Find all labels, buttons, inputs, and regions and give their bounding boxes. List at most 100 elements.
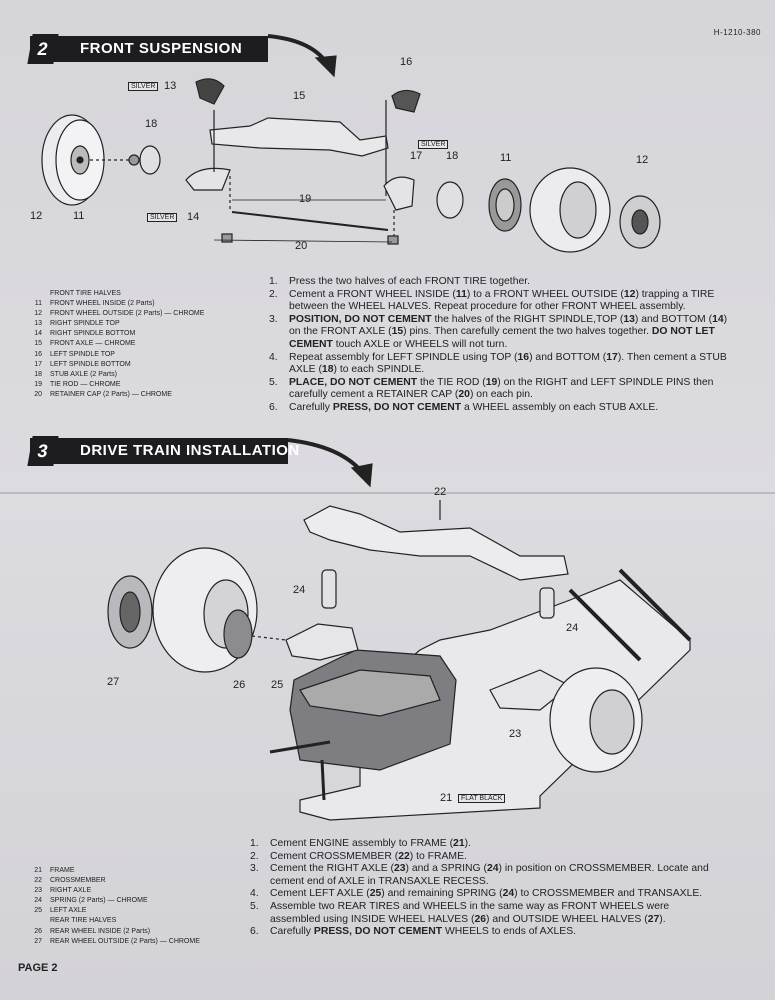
step-2-1: 1.Press the two halves of each FRONT TIR…: [269, 276, 531, 287]
flat-black-tag: FLAT BLACK: [458, 794, 506, 803]
section-3-number: 3: [27, 436, 59, 466]
callout-18-right: 18: [446, 150, 459, 162]
legend-row: 18 STUB AXLE (2 Parts): [24, 370, 204, 380]
callout-18-left: 18: [145, 118, 158, 130]
step-3-2: 2.Cement CROSSMEMBER (22) to FRAME.: [250, 850, 467, 862]
callout-16: 16: [400, 56, 413, 68]
step-2-5: 5.PLACE, DO NOT CEMENT the TIE ROD (19) …: [269, 376, 714, 401]
callout-23: 23: [509, 728, 522, 740]
legend-text: CROSSMEMBER: [50, 877, 106, 885]
legend-row: FRONT TIRE HALVES: [24, 289, 204, 299]
legend-text: LEFT AXLE: [50, 907, 87, 915]
step-2-3: 3.POSITION, DO NOT CEMENT the halves of …: [269, 313, 728, 350]
legend-number: 21: [34, 867, 42, 874]
callout-12-left: 12: [30, 210, 43, 222]
callout-26: 26: [233, 679, 246, 691]
callout-19: 19: [299, 193, 312, 205]
step-3-3: 3.Cement the RIGHT AXLE (23) and a SPRIN…: [250, 863, 709, 887]
legend-number: 14: [34, 330, 42, 338]
section-3-title: DRIVE TRAIN INSTALLATION: [80, 442, 300, 459]
legend-text: STUB AXLE (2 Parts): [50, 370, 117, 378]
step-3-4: 4.Cement LEFT AXLE (25) and remaining SP…: [250, 888, 703, 900]
legend-text: REAR TIRE HALVES: [50, 917, 117, 925]
silver-tag-13: SILVER: [128, 82, 159, 91]
legend-row: 12 FRONT WHEEL OUTSIDE (2 Parts) — CHROME: [24, 309, 204, 319]
legend-number: 20: [34, 390, 42, 398]
legend-row: 21 FRAME: [24, 866, 200, 876]
section-3-banner: 3 DRIVE TRAIN INSTALLATION: [27, 436, 299, 466]
callout-25: 25: [271, 679, 284, 691]
legend-number: 25: [34, 907, 42, 915]
legend-text: TIE ROD — CHROME: [50, 380, 121, 388]
legend-text: FRONT WHEEL OUTSIDE (2 Parts) — CHROME: [50, 310, 205, 318]
legend-number: 24: [34, 897, 42, 905]
legend-number: 22: [34, 877, 42, 885]
legend-number: 13: [34, 320, 42, 328]
legend-row: 14 RIGHT SPINDLE BOTTOM: [24, 329, 204, 339]
legend-text: RIGHT AXLE: [50, 887, 92, 895]
legend-row: 20 RETAINER CAP (2 Parts) — CHROME: [24, 390, 204, 400]
callout-24-left: 24: [293, 584, 306, 596]
section-3-steps: 1.Cement ENGINE assembly to FRAME (21). …: [250, 838, 720, 939]
legend-number: 23: [34, 887, 42, 895]
legend-number: 15: [34, 340, 42, 348]
legend-text: RETAINER CAP (2 Parts) — CHROME: [50, 390, 172, 398]
callout-15: 15: [293, 90, 306, 102]
callout-11-left: 11: [73, 210, 85, 222]
legend-row: 19 TIE ROD — CHROME: [24, 380, 204, 390]
section-2-steps: 1.Press the two halves of each FRONT TIR…: [269, 276, 734, 415]
section-2-title: FRONT SUSPENSION: [80, 40, 243, 57]
callout-12-right: 12: [636, 154, 649, 166]
legend-number: [24, 916, 42, 926]
legend-number: [24, 289, 42, 299]
callout-13: 13: [164, 80, 177, 92]
legend-number: 12: [34, 310, 42, 318]
legend-row: REAR TIRE HALVES: [24, 916, 200, 926]
legend-number: 11: [34, 300, 42, 308]
legend-text: FRAME: [50, 867, 75, 874]
legend-number: 27: [34, 937, 42, 945]
callout-27: 27: [107, 676, 120, 688]
callout-24-right: 24: [566, 622, 579, 634]
legend-text: SPRING (2 Parts) — CHROME: [50, 897, 148, 905]
legend-text: REAR WHEEL OUTSIDE (2 Parts) — CHROME: [50, 937, 200, 945]
page-fold-line: [0, 492, 775, 494]
callout-20: 20: [295, 240, 308, 252]
callout-14: 14: [187, 211, 200, 223]
step-3-6: 6.Carefully PRESS, DO NOT CEMENT WHEELS …: [250, 926, 577, 938]
legend-text: LEFT SPINDLE TOP: [50, 350, 115, 358]
document-code: H-1210-380: [713, 28, 761, 37]
callout-11-right: 11: [500, 152, 512, 164]
section-2-banner: 2 FRONT SUSPENSION: [27, 34, 268, 64]
legend-text: RIGHT SPINDLE BOTTOM: [50, 330, 136, 338]
legend-text: LEFT SPINDLE BOTTOM: [50, 360, 131, 368]
section-2-parts-legend: FRONT TIRE HALVES 11 FRONT WHEEL INSIDE (…: [24, 289, 204, 400]
legend-number: 19: [34, 380, 42, 388]
callout-22: 22: [434, 486, 447, 498]
legend-number: 17: [34, 360, 42, 368]
legend-row: 13 RIGHT SPINDLE TOP: [24, 319, 204, 329]
legend-row: 22 CROSSMEMBER: [24, 876, 200, 886]
legend-row: 27 REAR WHEEL OUTSIDE (2 Parts) — CHROME: [24, 937, 200, 947]
legend-number: 26: [34, 927, 42, 935]
legend-text: RIGHT SPINDLE TOP: [50, 320, 120, 328]
silver-tag-14: SILVER: [147, 213, 178, 222]
step-2-2: 2.Cement a FRONT WHEEL INSIDE (11) to a …: [269, 288, 715, 313]
legend-number: 16: [34, 350, 42, 358]
legend-text: FRONT WHEEL INSIDE (2 Parts): [50, 300, 155, 308]
legend-row: 25 LEFT AXLE: [24, 906, 200, 916]
legend-row: 11 FRONT WHEEL INSIDE (2 Parts): [24, 299, 204, 309]
legend-row: 24 SPRING (2 Parts) — CHROME: [24, 896, 200, 906]
step-3-5: 5.Assemble two REAR TIRES and WHEELS in …: [250, 900, 670, 925]
legend-text: FRONT TIRE HALVES: [50, 290, 121, 297]
legend-row: 23 RIGHT AXLE: [24, 886, 200, 896]
section-3-parts-legend: 21 FRAME 22 CROSSMEMBER 23 RIGHT AXLE 24 SPR…: [24, 866, 200, 947]
step-2-4: 4.Repeat assembly for LEFT SPINDLE using…: [269, 351, 727, 376]
callout-21: 21: [440, 792, 453, 804]
legend-text: FRONT AXLE — CHROME: [50, 340, 136, 348]
legend-number: 18: [34, 370, 42, 378]
legend-row: 15 FRONT AXLE — CHROME: [24, 339, 204, 349]
legend-row: 16 LEFT SPINDLE TOP: [24, 350, 204, 360]
